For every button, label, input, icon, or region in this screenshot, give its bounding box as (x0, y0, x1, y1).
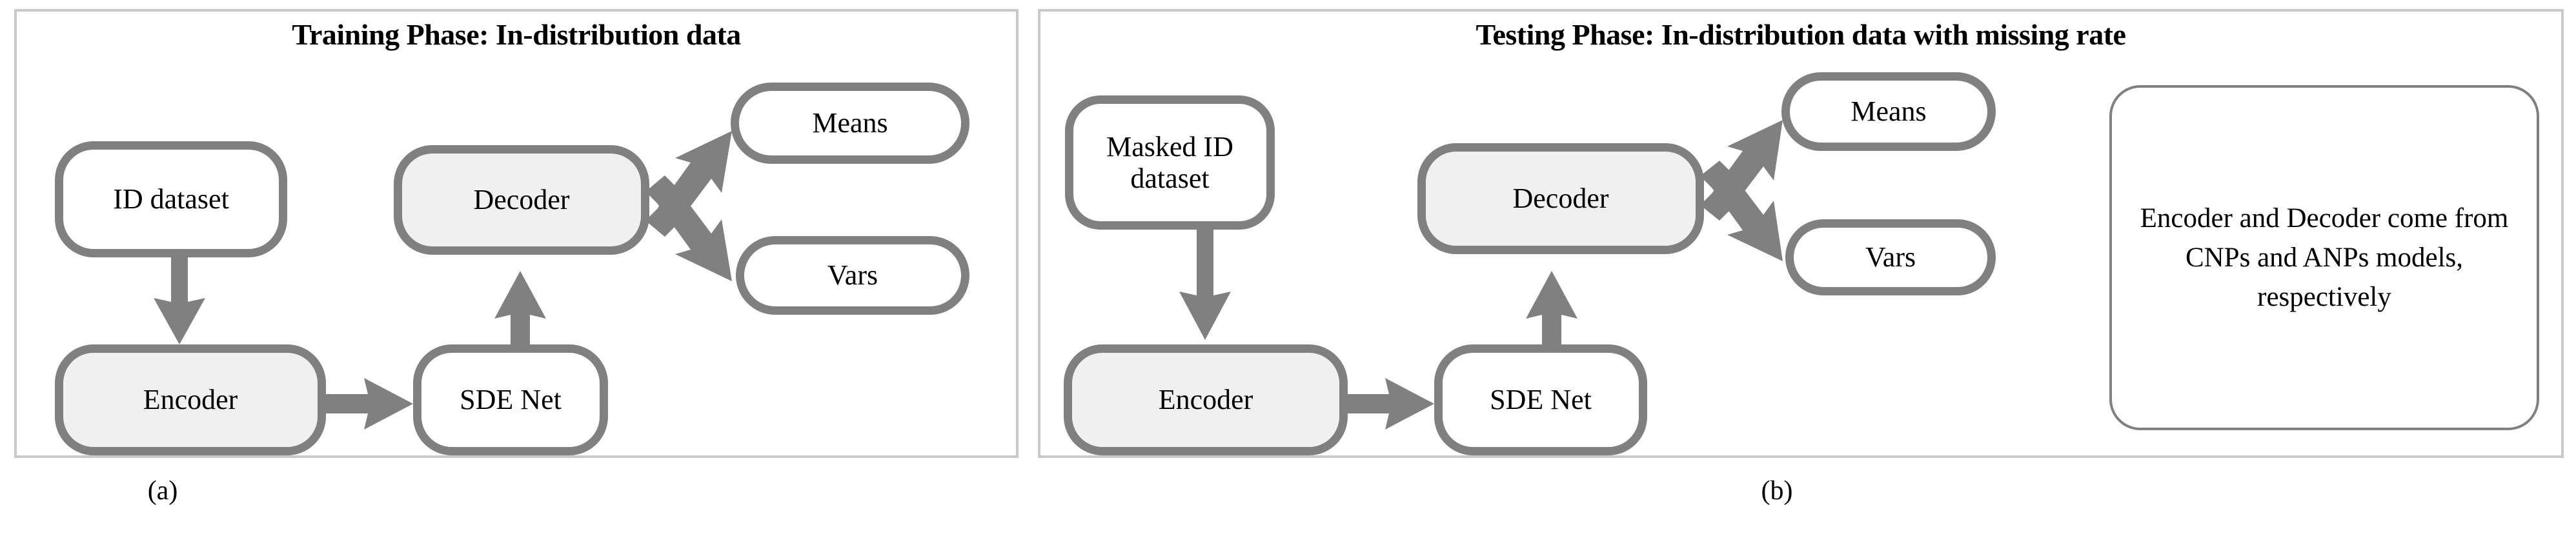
node-masked-id-dataset[interactable]: Masked ID dataset (1065, 95, 1275, 230)
node-sde-net-a-label: SDE Net (460, 384, 562, 416)
node-masked-id-dataset-label: Masked ID dataset (1106, 130, 1233, 194)
node-decoder-b[interactable]: Decoder (1417, 143, 1704, 254)
node-decoder-b-label: Decoder (1512, 183, 1609, 215)
panel-b-title: Testing Phase: In-distribution data with… (1476, 18, 2126, 51)
node-sde-net-b-label: SDE Net (1490, 384, 1592, 416)
node-vars-b-label: Vars (1865, 241, 1916, 273)
node-means-b[interactable]: Means (1781, 72, 1996, 151)
node-means-b-label: Means (1851, 95, 1927, 128)
node-id-dataset[interactable]: ID dataset (55, 141, 287, 257)
panel-b-caption: (b) (1761, 476, 1793, 506)
node-sde-net-a[interactable]: SDE Net (413, 344, 608, 455)
node-means-a-label: Means (812, 107, 888, 139)
node-vars-a[interactable]: Vars (736, 236, 969, 315)
node-vars-a-label: Vars (827, 259, 878, 292)
node-encoder-a[interactable]: Encoder (55, 344, 326, 455)
node-encoder-b-label: Encoder (1158, 384, 1253, 416)
node-id-dataset-label: ID dataset (113, 183, 229, 215)
node-encoder-b[interactable]: Encoder (1064, 344, 1348, 455)
node-sde-net-b[interactable]: SDE Net (1434, 344, 1647, 455)
panel-a-title: Training Phase: In-distribution data (292, 18, 741, 51)
node-vars-b[interactable]: Vars (1785, 219, 1996, 295)
node-encoder-a-label: Encoder (143, 384, 238, 416)
node-decoder-a-label: Decoder (473, 184, 570, 216)
node-decoder-a[interactable]: Decoder (394, 145, 649, 255)
note-box-encoder-decoder-source: Encoder and Decoder come from CNPs and A… (2109, 85, 2539, 430)
note-box-text: Encoder and Decoder come from CNPs and A… (2140, 203, 2509, 313)
panel-a-caption: (a) (147, 476, 178, 506)
node-means-a[interactable]: Means (731, 83, 969, 164)
